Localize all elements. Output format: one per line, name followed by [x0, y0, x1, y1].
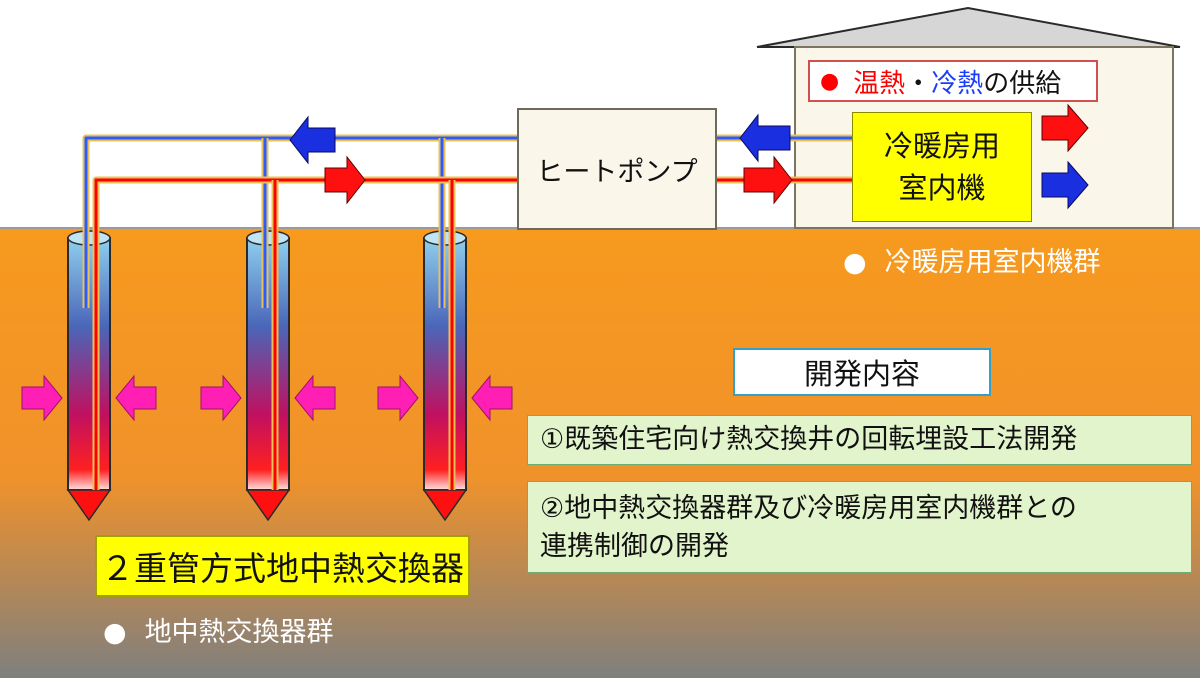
indoor-unit: 冷暖房用 室内機	[852, 112, 1032, 222]
cold-flow-arrow-left	[289, 115, 336, 165]
exchanger-group-label: 地中熱交換器群	[144, 617, 334, 648]
development-item-2-text: ②地中熱交換器群及び冷暖房用室内機群との 連携制御の開発	[540, 493, 1077, 562]
development-item-1-text: ①既築住宅向け熱交換井の回転埋設工法開発	[540, 424, 1078, 455]
supply-cold-text: 冷熱	[931, 68, 984, 99]
cool-output-arrow	[1041, 160, 1089, 210]
development-heading-text: 開発内容	[803, 357, 920, 391]
development-item-2: ②地中熱交換器群及び冷暖房用室内機群との 連携制御の開発	[527, 481, 1192, 573]
exchanger-label-box: ２重管方式地中熱交換器	[95, 535, 470, 597]
house-roof	[756, 6, 1181, 48]
hot-flow-arrow-right	[324, 155, 366, 205]
development-item-1: ①既築住宅向け熱交換井の回転埋設工法開発	[527, 415, 1192, 465]
supply-separator: ・	[905, 68, 932, 99]
development-heading: 開発内容	[733, 348, 991, 396]
ground-inflow-arrows	[21, 374, 513, 422]
supply-bullet: ●	[820, 68, 840, 94]
exchanger-label: ２重管方式地中熱交換器	[101, 549, 464, 588]
heat-pump-label: ヒートポンプ	[536, 156, 698, 188]
supply-hot-text: 温熱	[853, 68, 906, 99]
bullet-dot: ●	[103, 617, 127, 648]
indoor-group-label: 冷暖房用室内機群	[884, 247, 1101, 278]
indoor-unit-label: 冷暖房用 室内機	[883, 129, 1000, 205]
warm-output-arrow	[1041, 103, 1089, 153]
hot-flow-arrow-heatpump	[743, 155, 793, 205]
bullet-dot: ●	[843, 247, 867, 278]
cold-flow-arrow-heatpump	[739, 113, 791, 163]
exchanger-group-caption: ● 地中熱交換器群	[103, 610, 334, 649]
indoor-group-caption: ● 冷暖房用室内機群	[843, 240, 1101, 279]
heat-supply-label: ● 温熱 ・ 冷熱 の供給	[808, 60, 1098, 102]
supply-suffix: の供給	[983, 68, 1062, 99]
heat-pump: ヒートポンプ	[517, 108, 717, 230]
hot-pipe	[92, 176, 852, 490]
